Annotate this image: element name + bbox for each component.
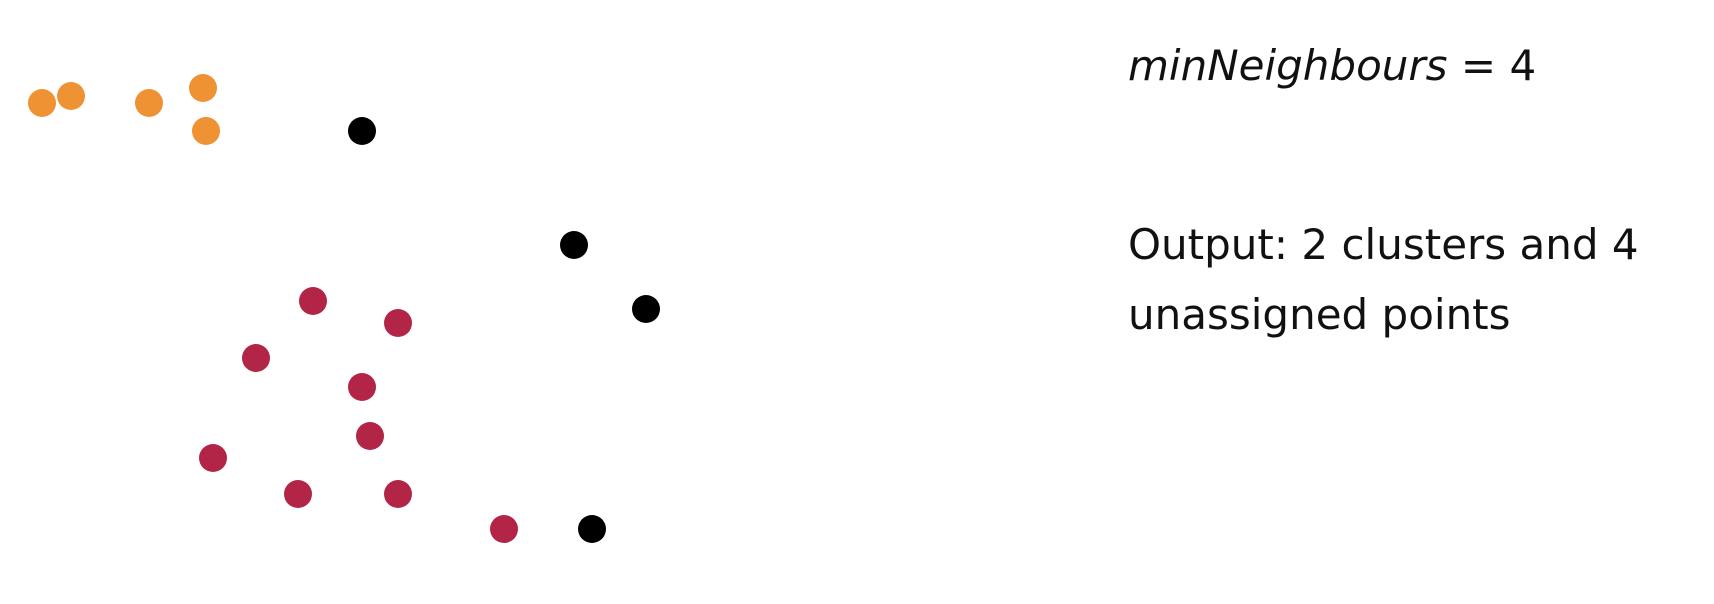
cluster-crimson-point-13	[356, 422, 384, 450]
cluster-crimson-point-9	[299, 287, 327, 315]
cluster-crimson-point-10	[384, 309, 412, 337]
unassigned-point-6	[348, 117, 376, 145]
cluster-crimson-point-12	[348, 373, 376, 401]
output-description: Output: 2 clusters and 4 unassigned poin…	[1128, 220, 1639, 339]
parameter-value: 4	[1509, 41, 1537, 90]
min-neighbours-parameter: minNeighbours = 4	[1128, 38, 1536, 94]
cluster-crimson-point-15	[284, 480, 312, 508]
unassigned-point-18	[578, 515, 606, 543]
unassigned-point-7	[560, 231, 588, 259]
cluster-orange-point-2	[57, 82, 85, 110]
cluster-crimson-point-17	[490, 515, 518, 543]
unassigned-point-8	[632, 295, 660, 323]
cluster-orange-point-5	[192, 117, 220, 145]
cluster-orange-point-1	[28, 89, 56, 117]
cluster-orange-point-4	[189, 74, 217, 102]
cluster-crimson-point-11	[242, 344, 270, 372]
cluster-orange-point-3	[135, 89, 163, 117]
cluster-crimson-point-14	[199, 444, 227, 472]
parameter-name: minNeighbours	[1128, 41, 1448, 90]
parameter-operator: =	[1460, 41, 1497, 90]
cluster-crimson-point-16	[384, 480, 412, 508]
